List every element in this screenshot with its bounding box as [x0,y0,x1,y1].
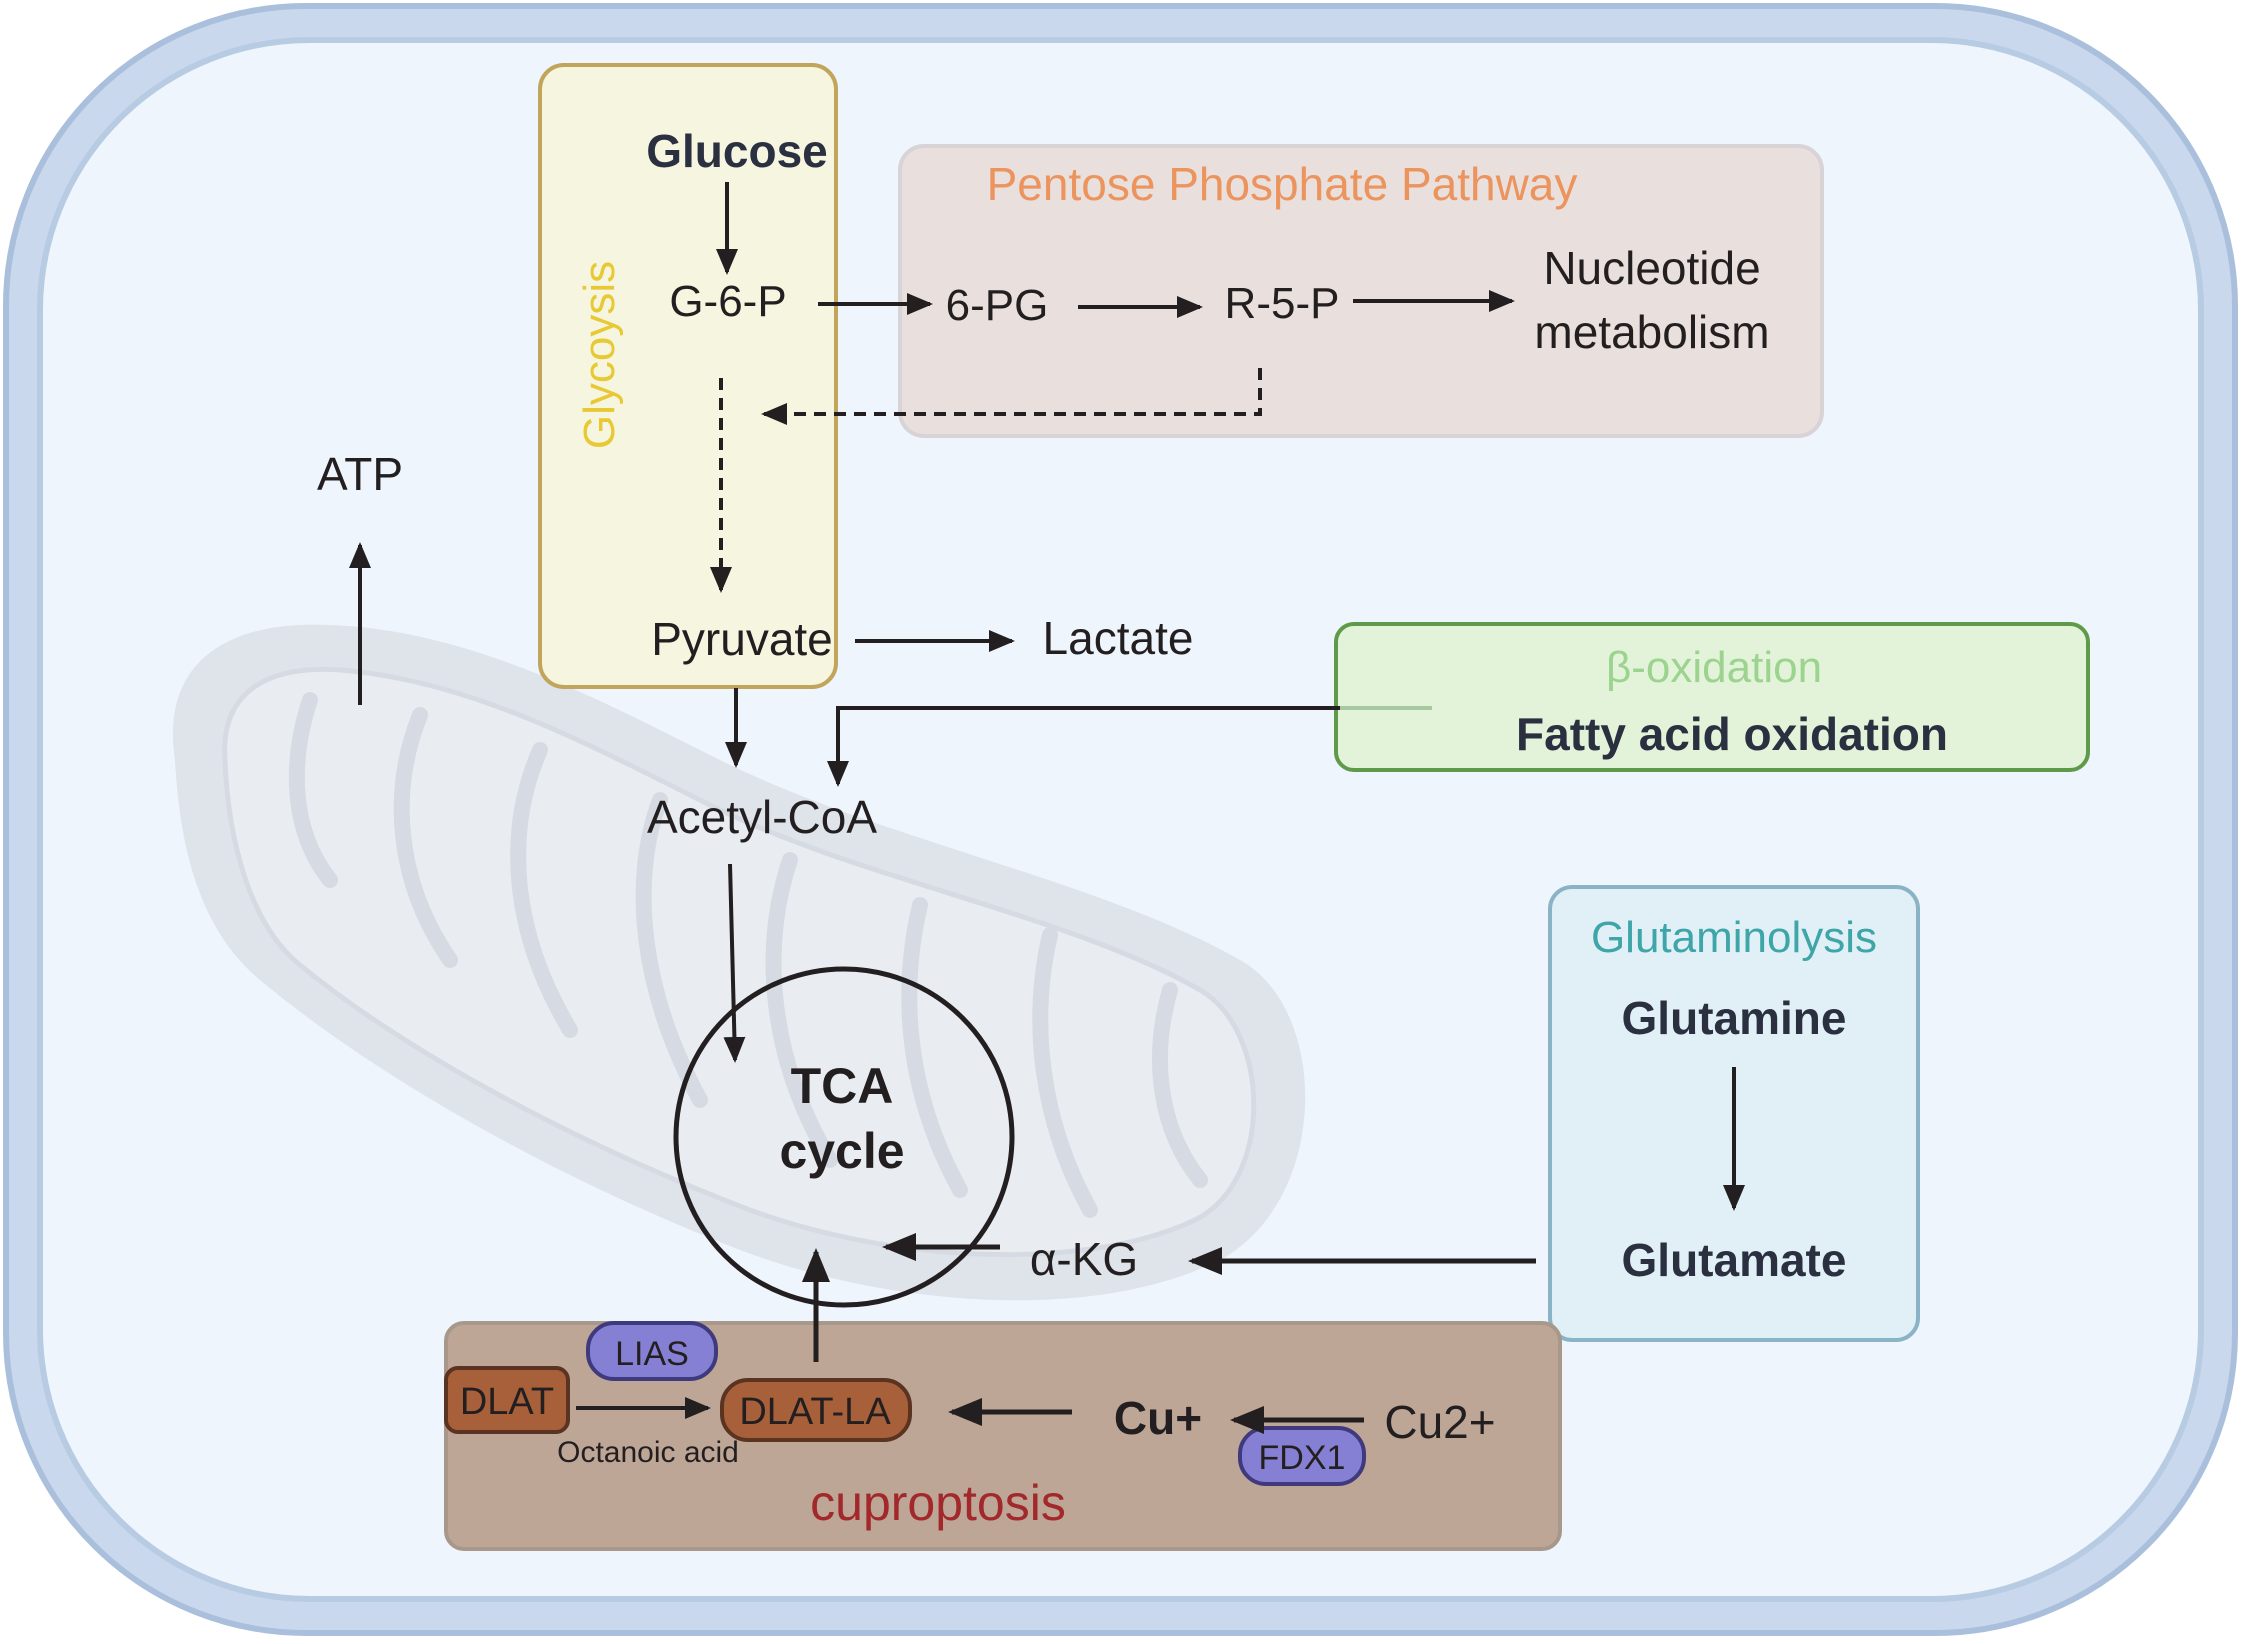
alpha-kg-label: α-KG [1030,1233,1138,1285]
dlat-la-chip [720,1378,912,1442]
cuproptosis-box [444,1321,1562,1551]
cu2-plus-label: Cu2+ [1384,1396,1495,1448]
ppp-title: Pentose Phosphate Pathway [987,158,1578,210]
tca-label-line1: TCA [791,1058,894,1114]
arrow-fatty-acid-acetylcoa [827,706,1430,787]
nucleotide-label-line1: Nucleotide [1543,242,1760,294]
dlat-chip [444,1366,570,1434]
pyruvate-label: Pyruvate [651,613,833,665]
acetyl-coa-label: Acetyl-CoA [647,791,877,843]
octanoic-acid-label: Octanoic acid [557,1436,739,1469]
lias-label: LIAS [615,1335,689,1373]
g6p-label: G-6-P [669,277,786,326]
atp-label: ATP [317,448,403,500]
lactate-label: Lactate [1043,612,1194,664]
glycolysis-box [538,63,838,689]
glutamine-label: Glutamine [1622,992,1847,1044]
mitochondrion-graphic [172,624,1306,1301]
ppp-box [898,144,1824,438]
glycolysis-label: Glycoysis [575,261,624,449]
pg6-label: 6-PG [946,281,1049,330]
dashed-arrow-r5p-return [761,368,1262,425]
dlat-label: DLAT [460,1381,554,1423]
fdx1-label: FDX1 [1259,1439,1346,1477]
beta-oxidation-box [1334,622,2090,772]
glutaminolysis-title: Glutaminolysis [1591,913,1877,962]
fatty-acid-oxidation-label: Fatty acid oxidation [1516,708,1948,760]
glucose-label: Glucose [646,125,828,177]
glutamate-label: Glutamate [1622,1234,1847,1286]
cuproptosis-label: cuproptosis [810,1475,1066,1531]
r5p-label: R-5-P [1225,279,1340,328]
tca-cycle-circle [673,966,1015,1308]
arrow-acetylcoa-tca [723,863,746,1063]
cu-plus-label: Cu+ [1114,1392,1202,1444]
beta-oxidation-title: β-oxidation [1606,643,1822,692]
dlat-la-label: DLAT-LA [739,1391,891,1433]
fdx1-chip [1238,1426,1366,1486]
lias-chip [586,1321,718,1381]
nucleotide-label-line2: metabolism [1534,306,1769,358]
tca-label-line2: cycle [779,1123,904,1179]
